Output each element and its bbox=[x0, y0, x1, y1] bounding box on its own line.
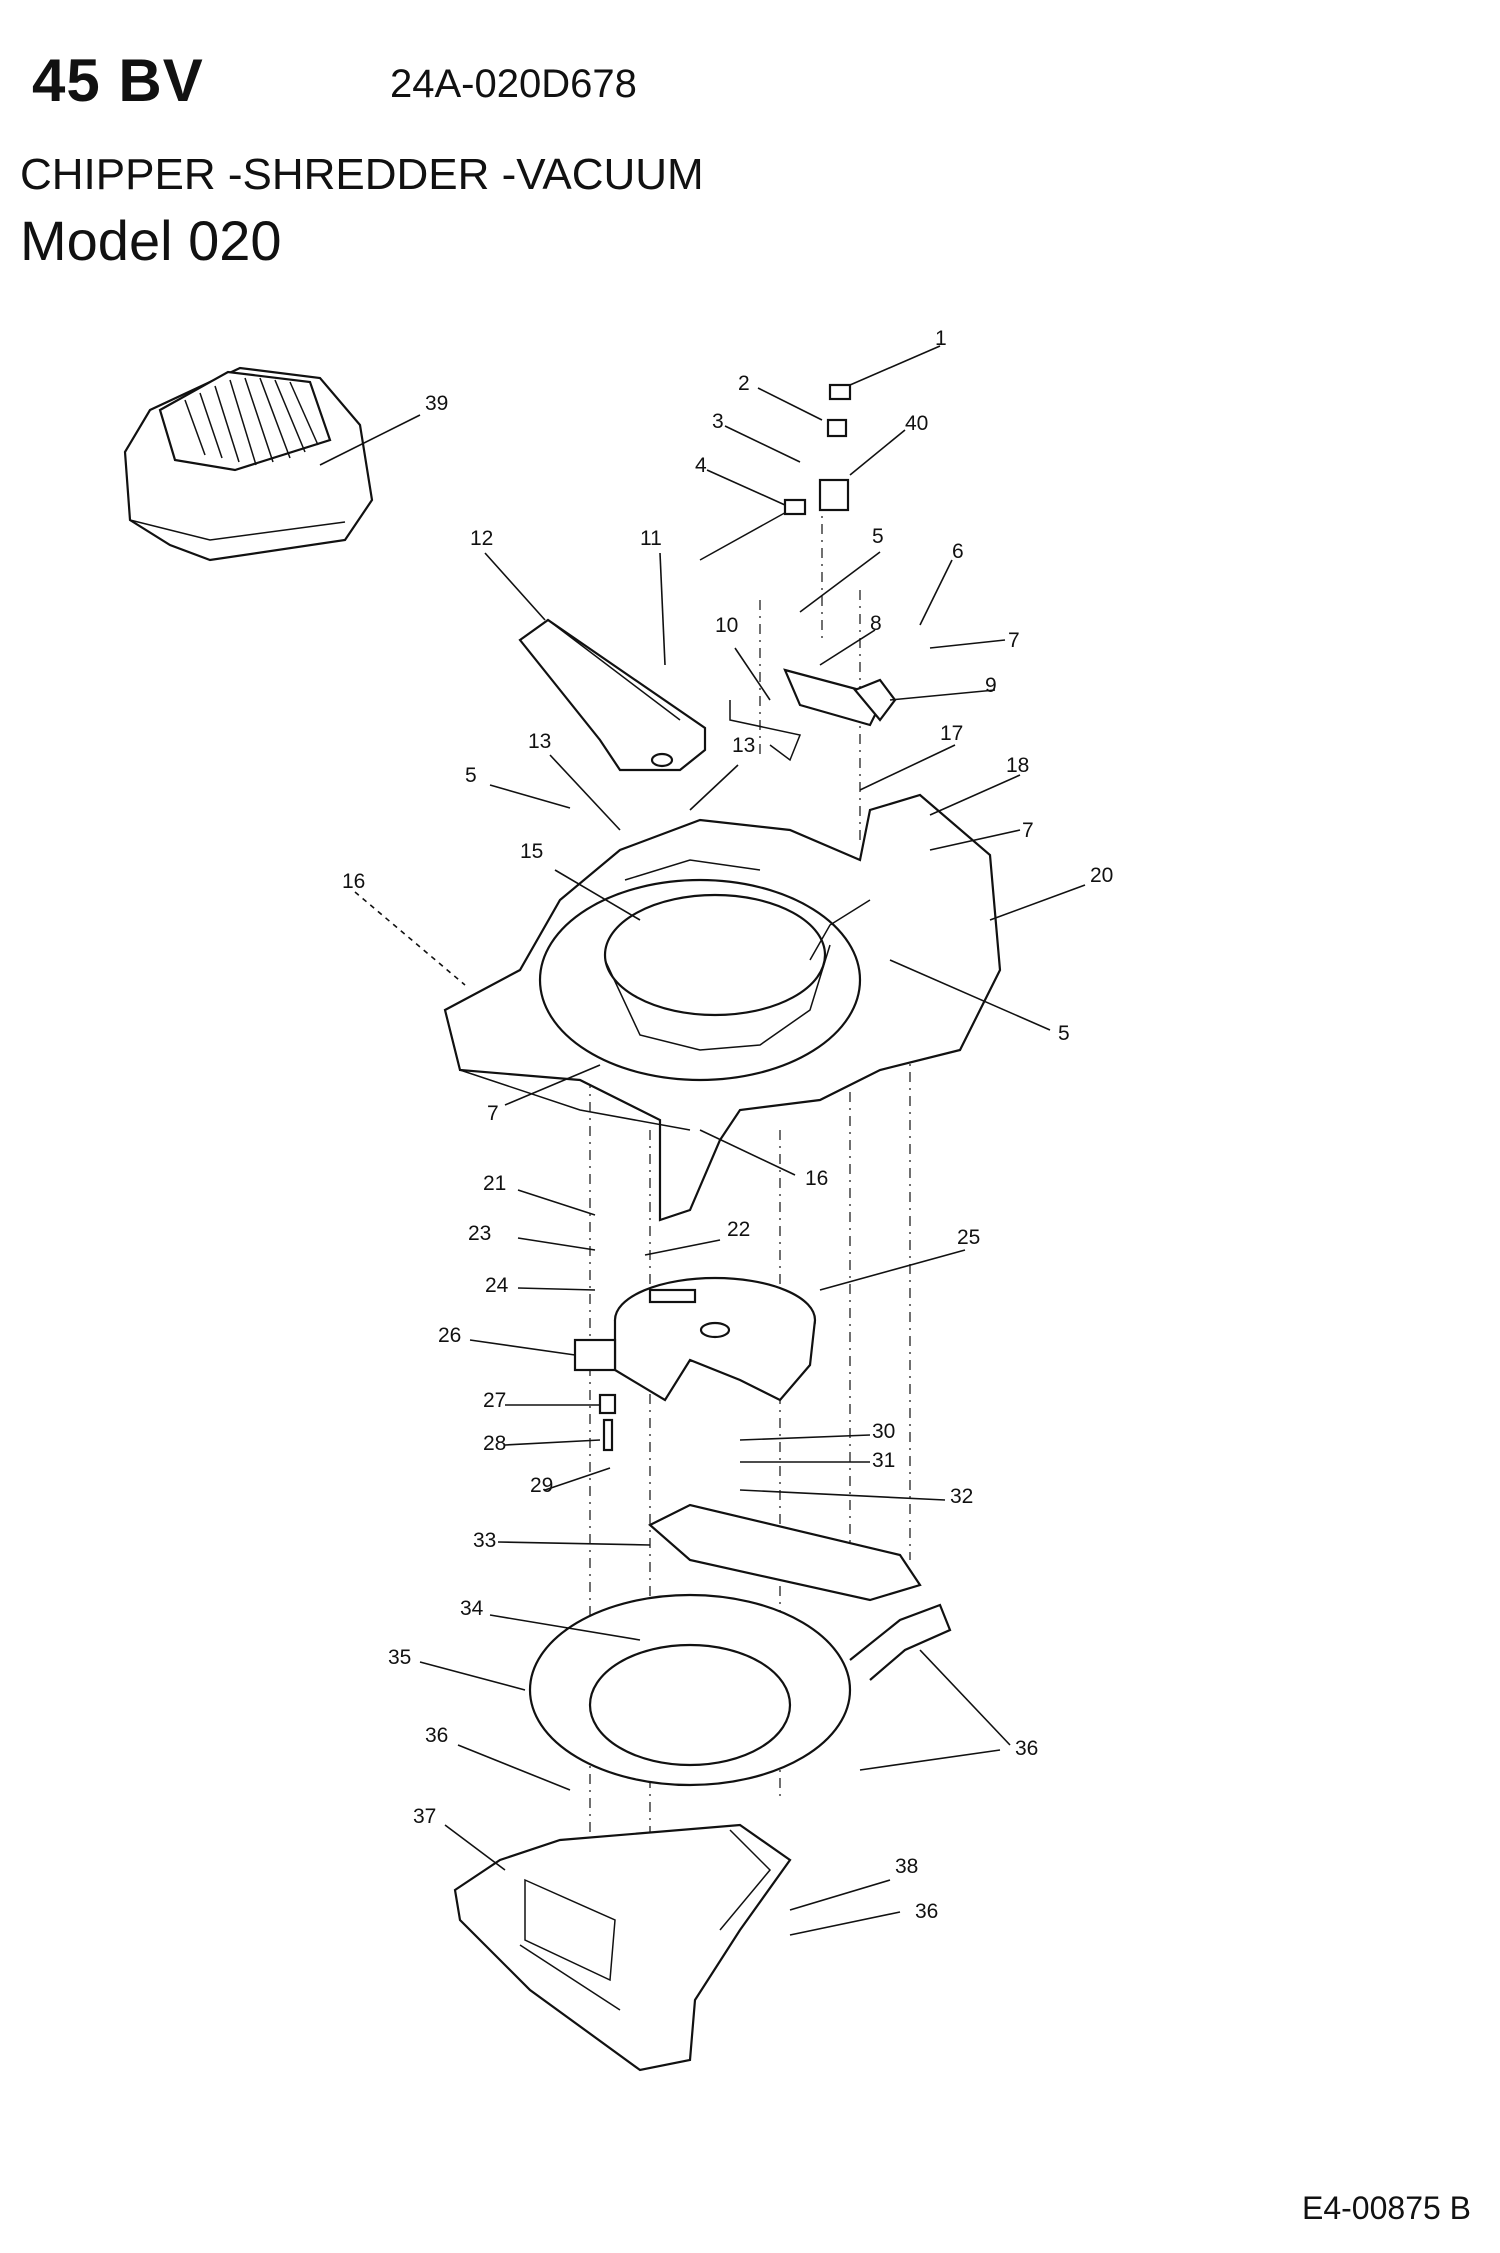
callout-10: 10 bbox=[715, 614, 738, 637]
part-26-29-blades bbox=[573, 1338, 617, 1452]
callout-1: 1 bbox=[935, 327, 947, 350]
callout-5: 5 bbox=[1058, 1022, 1070, 1045]
callout-23: 23 bbox=[468, 1222, 491, 1245]
callout-40: 40 bbox=[905, 412, 928, 435]
callout-7: 7 bbox=[487, 1102, 499, 1125]
callout-32: 32 bbox=[950, 1485, 973, 1508]
callout-30: 30 bbox=[872, 1420, 895, 1443]
callout-31: 31 bbox=[872, 1449, 895, 1472]
callout-36: 36 bbox=[1015, 1737, 1038, 1760]
callout-6: 6 bbox=[952, 540, 964, 563]
callout-36: 36 bbox=[425, 1724, 448, 1747]
product-type: CHIPPER -SHREDDER -VACUUM bbox=[20, 150, 704, 199]
part-20-housing bbox=[443, 793, 1002, 1222]
callout-8: 8 bbox=[870, 612, 882, 635]
callout-5: 5 bbox=[465, 764, 477, 787]
callout-13: 13 bbox=[732, 734, 755, 757]
part-number: 24A-020D678 bbox=[390, 62, 637, 106]
model-code: 45 BV bbox=[32, 47, 204, 114]
callout-2: 2 bbox=[738, 372, 750, 395]
callout-5: 5 bbox=[872, 525, 884, 548]
callout-18: 18 bbox=[1006, 754, 1029, 777]
callout-22: 22 bbox=[727, 1218, 750, 1241]
callout-28: 28 bbox=[483, 1432, 506, 1455]
callout-16: 16 bbox=[342, 870, 365, 893]
callout-4: 4 bbox=[695, 454, 707, 477]
callout-17: 17 bbox=[940, 722, 963, 745]
document-reference: E4-00875 B bbox=[1302, 2190, 1472, 2226]
callout-33: 33 bbox=[473, 1529, 496, 1552]
callout-34: 34 bbox=[460, 1597, 484, 1620]
callout-12: 12 bbox=[470, 527, 493, 550]
callout-39: 39 bbox=[425, 392, 448, 415]
callout-16: 16 bbox=[805, 1167, 828, 1190]
callout-11: 11 bbox=[640, 527, 662, 550]
part-10-rod bbox=[729, 668, 897, 762]
part-4-cable-switch bbox=[699, 383, 852, 561]
callout-15: 15 bbox=[520, 840, 543, 863]
callout-20: 20 bbox=[1090, 864, 1113, 887]
callout-29: 29 bbox=[530, 1474, 553, 1497]
callout-38: 38 bbox=[895, 1855, 918, 1878]
callout-35: 35 bbox=[388, 1646, 411, 1669]
part-37-nozzle bbox=[453, 1823, 792, 2072]
callout-26: 26 bbox=[438, 1324, 461, 1347]
callout-7: 7 bbox=[1008, 629, 1020, 652]
part-25-impeller bbox=[613, 1276, 817, 1402]
callout-3: 3 bbox=[712, 410, 724, 433]
callout-21: 21 bbox=[483, 1172, 506, 1195]
callout-labels: 1 2 3 4 40 5 6 7 8 9 10 11 12 13 13 5 15… bbox=[342, 327, 1113, 1923]
part-12-lever-arm bbox=[518, 618, 707, 772]
model-line: Model 020 bbox=[20, 209, 282, 272]
callout-9: 9 bbox=[985, 674, 997, 697]
callout-13: 13 bbox=[528, 730, 551, 753]
leader-lines bbox=[319, 345, 1086, 1936]
callout-36: 36 bbox=[915, 1900, 938, 1923]
part-33-bracket bbox=[648, 1503, 922, 1602]
callout-25: 25 bbox=[957, 1226, 980, 1249]
part-39-top-cover bbox=[123, 366, 374, 562]
callout-27: 27 bbox=[483, 1389, 506, 1412]
callout-37: 37 bbox=[413, 1805, 436, 1828]
callout-7: 7 bbox=[1022, 819, 1034, 842]
part-35-base bbox=[528, 1593, 952, 1787]
callout-24: 24 bbox=[485, 1274, 509, 1297]
